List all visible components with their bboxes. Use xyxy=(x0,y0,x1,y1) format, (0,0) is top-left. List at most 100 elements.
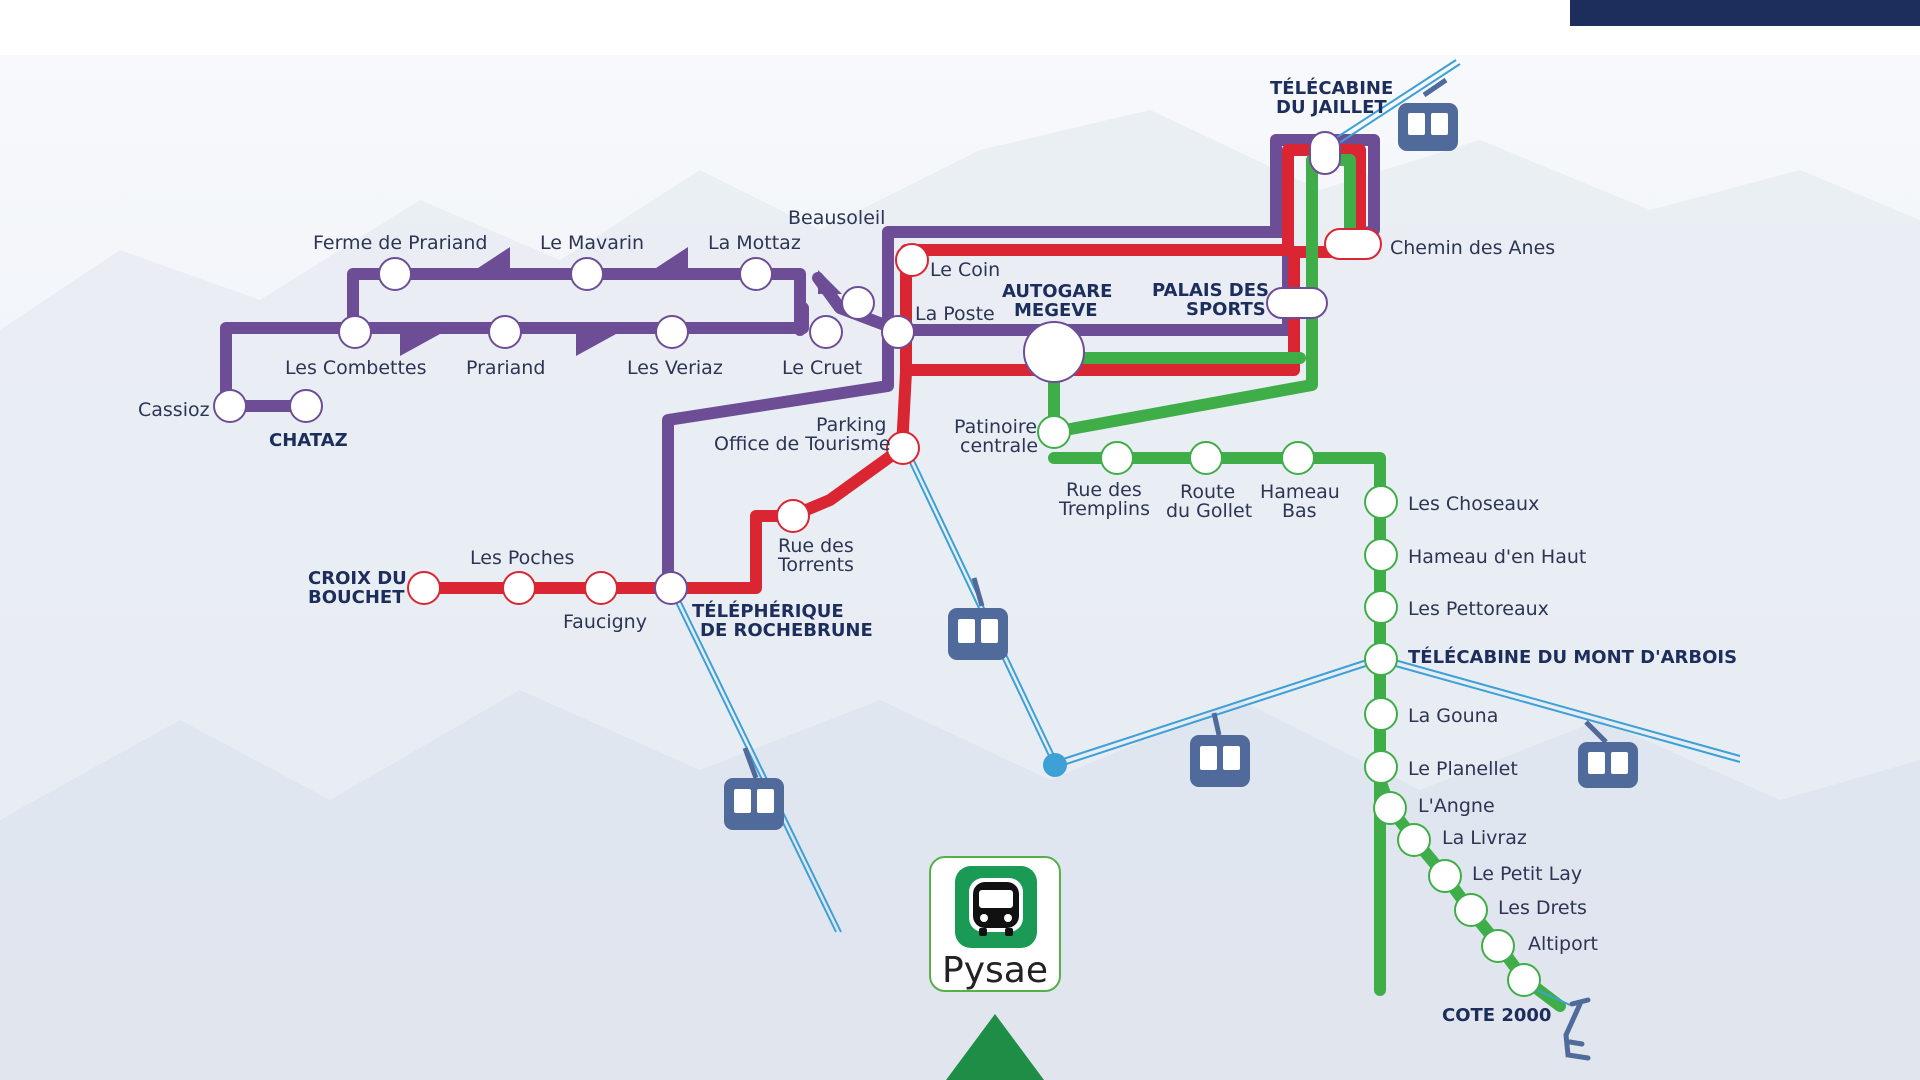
label-la-gouna: La Gouna xyxy=(1408,705,1498,727)
gondola-icon xyxy=(724,747,784,830)
label-croix-1: CROIX DU xyxy=(308,568,407,589)
label-rue-tremplins-1: Rue des xyxy=(1066,479,1142,501)
station-les-choseaux[interactable] xyxy=(1364,485,1398,519)
label-croix-2: BOUCHET xyxy=(308,587,405,608)
station-ferme-de-prariand[interactable] xyxy=(378,257,412,291)
label-palais-2: SPORTS xyxy=(1186,299,1266,320)
station-croix-du-bouchet[interactable] xyxy=(407,571,441,605)
app-badge[interactable]: Pysae xyxy=(929,856,1061,992)
label-rue-torrents-1: Rue des xyxy=(778,535,854,557)
label-cote-2000: COTE 2000 xyxy=(1442,1005,1551,1026)
station-cassioz[interactable] xyxy=(213,389,247,423)
chairlift-icon xyxy=(1563,997,1591,1061)
label-les-poches: Les Poches xyxy=(470,547,574,569)
direction-arrows xyxy=(400,247,842,356)
label-l-angne: L'Angne xyxy=(1418,795,1495,817)
label-les-pettoreaux: Les Pettoreaux xyxy=(1408,598,1549,620)
label-jaillet-1: TÉLÉCABINE xyxy=(1270,77,1393,99)
station-le-coin[interactable] xyxy=(895,243,929,277)
label-le-mavarin: Le Mavarin xyxy=(540,232,644,254)
label-ferme-de-prariand: Ferme de Prariand xyxy=(313,232,488,254)
app-icon xyxy=(955,866,1037,948)
station-parking-office[interactable] xyxy=(886,431,920,465)
station-le-petit-lay[interactable] xyxy=(1428,859,1462,893)
label-la-livraz: La Livraz xyxy=(1442,827,1527,849)
label-les-combettes: Les Combettes xyxy=(285,357,427,379)
station-cote-2000[interactable] xyxy=(1507,963,1541,997)
label-jaillet-2: DU JAILLET xyxy=(1276,97,1387,118)
station-les-veriaz[interactable] xyxy=(655,315,689,349)
label-le-cruet: Le Cruet xyxy=(782,357,862,379)
cable-junction xyxy=(1043,753,1067,777)
label-hameau-haut: Hameau d'en Haut xyxy=(1408,546,1586,568)
label-route-gollet-2: du Gollet xyxy=(1166,500,1252,522)
label-patinoire-1: Patinoire xyxy=(954,416,1037,438)
label-le-petit-lay: Le Petit Lay xyxy=(1472,863,1582,885)
station-telecabine-mont-arbois[interactable] xyxy=(1364,642,1398,676)
station-la-gouna[interactable] xyxy=(1364,697,1398,731)
station-telepherique-rochebrune[interactable] xyxy=(654,571,688,605)
station-route-gollet[interactable] xyxy=(1189,441,1223,475)
station-chataz[interactable] xyxy=(289,389,323,423)
gondola-icon xyxy=(948,577,1008,660)
station-les-drets[interactable] xyxy=(1454,893,1488,927)
top-bar xyxy=(1570,0,1920,26)
label-faucigny: Faucigny xyxy=(563,611,647,633)
label-le-coin: Le Coin xyxy=(930,259,1000,281)
label-rochebrune-1: TÉLÉPHÉRIQUE xyxy=(692,600,844,622)
label-parking-2: Office de Tourisme xyxy=(714,433,891,455)
station-les-poches[interactable] xyxy=(502,571,536,605)
station-la-mottaz[interactable] xyxy=(739,257,773,291)
app-name: Pysae xyxy=(942,950,1048,991)
label-rue-tremplins-2: Tremplins xyxy=(1058,498,1150,520)
labels: Cassioz Ferme de Prariand Le Mavarin La … xyxy=(138,207,1598,955)
label-prariand: Prariand xyxy=(466,357,545,379)
station-l-angne[interactable] xyxy=(1373,791,1407,825)
station-prariand[interactable] xyxy=(488,315,522,349)
label-hameau-bas-2: Bas xyxy=(1282,500,1317,522)
station-chemin-des-anes[interactable] xyxy=(1324,228,1382,260)
station-telecabine-jaillet[interactable] xyxy=(1309,131,1341,175)
station-le-mavarin[interactable] xyxy=(570,257,604,291)
gondola-icon xyxy=(1578,720,1638,788)
station-hameau-haut[interactable] xyxy=(1364,538,1398,572)
label-route-gollet-1: Route xyxy=(1180,481,1235,503)
gondola-icon xyxy=(1190,712,1250,787)
station-beausoleil[interactable] xyxy=(841,286,875,320)
label-beausoleil: Beausoleil xyxy=(788,207,885,229)
stations xyxy=(213,131,1541,997)
station-le-cruet[interactable] xyxy=(809,315,843,349)
station-faucigny[interactable] xyxy=(584,571,618,605)
label-les-drets: Les Drets xyxy=(1498,897,1587,919)
label-parking-1: Parking xyxy=(816,414,886,436)
label-le-planellet: Le Planellet xyxy=(1408,758,1518,780)
label-mont-arbois: TÉLÉCABINE DU MONT D'ARBOIS xyxy=(1408,646,1737,668)
station-autogare-megeve[interactable] xyxy=(1023,321,1085,383)
label-palais-1: PALAIS DES xyxy=(1152,280,1269,301)
station-rue-torrents[interactable] xyxy=(776,499,810,533)
station-patinoire[interactable] xyxy=(1037,415,1071,449)
label-cassioz: Cassioz xyxy=(138,399,210,421)
bus-icon xyxy=(969,878,1023,936)
arrow-up-icon xyxy=(946,1014,1044,1080)
label-patinoire-2: centrale xyxy=(960,435,1038,457)
station-le-planellet[interactable] xyxy=(1364,750,1398,784)
label-les-choseaux: Les Choseaux xyxy=(1408,493,1539,515)
station-les-combettes[interactable] xyxy=(338,315,372,349)
label-autogare-1: AUTOGARE xyxy=(1002,281,1112,302)
gondola-icon xyxy=(1398,77,1458,151)
station-rue-tremplins[interactable] xyxy=(1100,441,1134,475)
label-autogare-2: MEGEVE xyxy=(1014,300,1098,321)
label-rue-torrents-2: Torrents xyxy=(777,554,854,576)
station-la-poste[interactable] xyxy=(881,315,915,349)
label-les-veriaz: Les Veriaz xyxy=(627,357,723,379)
station-la-livraz[interactable] xyxy=(1397,823,1431,857)
label-la-mottaz: La Mottaz xyxy=(708,232,801,254)
station-hameau-bas[interactable] xyxy=(1281,441,1315,475)
station-les-pettoreaux[interactable] xyxy=(1364,590,1398,624)
label-altiport: Altiport xyxy=(1528,933,1598,955)
station-palais-des-sports[interactable] xyxy=(1266,287,1328,319)
station-altiport[interactable] xyxy=(1481,929,1515,963)
label-hameau-bas-1: Hameau xyxy=(1260,481,1340,503)
